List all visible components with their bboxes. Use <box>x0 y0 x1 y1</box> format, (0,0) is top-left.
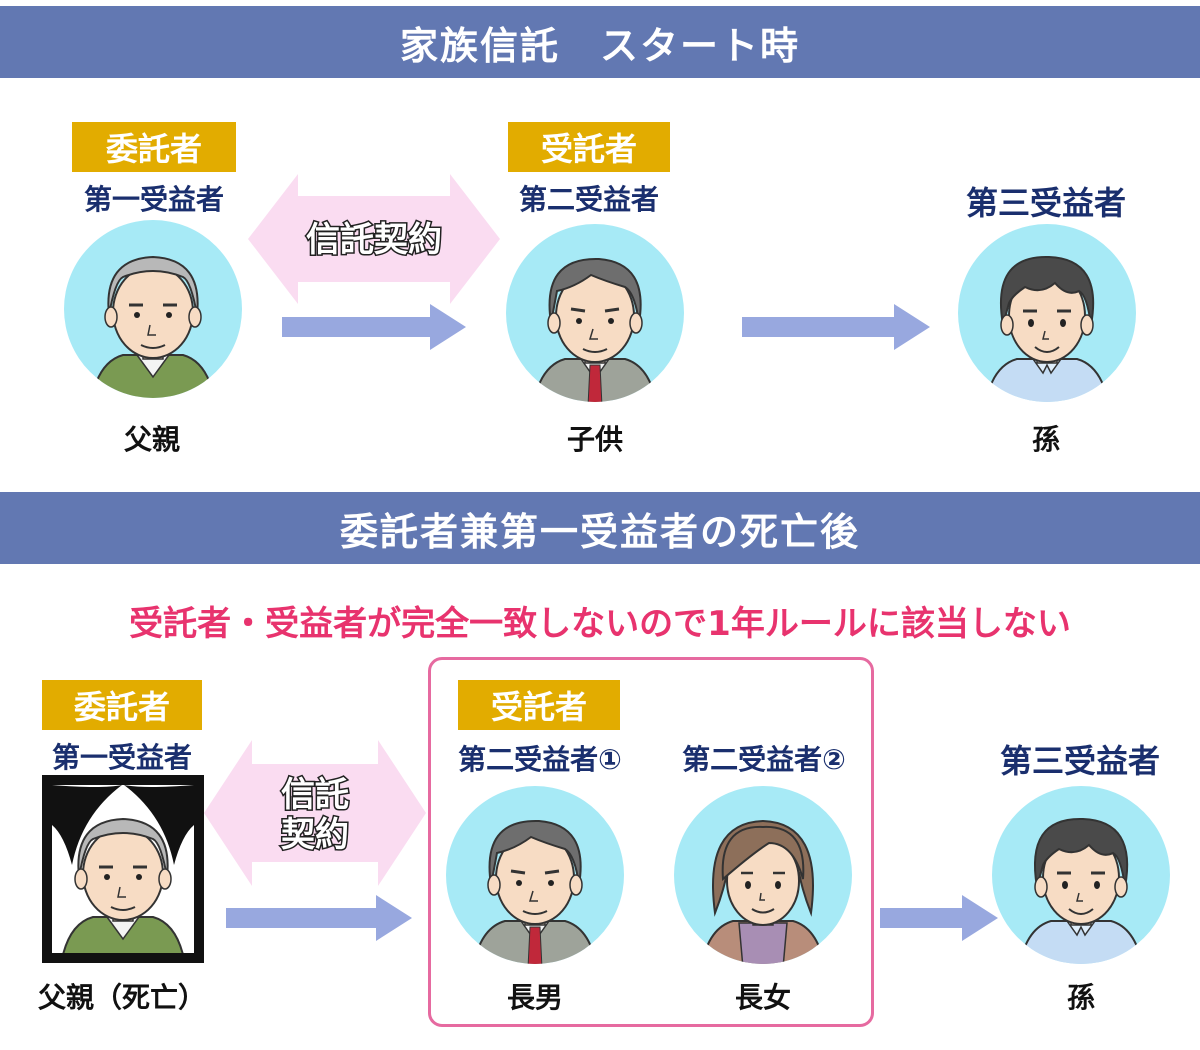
contract-label-line-1: 信託 <box>280 774 351 817</box>
young-man-avatar <box>992 786 1170 964</box>
second-beneficiary-1-name: 長男 <box>506 981 563 1014</box>
elderly-man-avatar <box>64 220 242 398</box>
trustee-badge: 受託者 <box>458 680 620 730</box>
truster-name: 父親 <box>123 423 180 456</box>
truster-role-label: 第一受益者 <box>83 183 224 216</box>
middle-aged-man-avatar <box>506 224 684 402</box>
middle-aged-man-avatar <box>446 786 624 964</box>
second-beneficiary-2-label: 第二受益者② <box>682 743 846 776</box>
third-beneficiary-label: 第三受益者 <box>965 184 1126 222</box>
truster-role-label: 第一受益者 <box>51 741 192 774</box>
truster-name: 父親（死亡） <box>37 981 206 1014</box>
third-beneficiary-name: 孫 <box>1066 981 1095 1014</box>
woman-avatar <box>674 786 852 964</box>
contract-double-arrow <box>204 740 426 886</box>
contract-label: 信託 契約 <box>204 774 426 857</box>
arrow-right-icon <box>226 895 412 941</box>
memorial-frame <box>42 775 204 963</box>
arrow-right-icon <box>282 304 466 350</box>
contract-label-line-2: 契約 <box>280 814 351 857</box>
bottom-section-title: 委託者兼第一受益者の死亡後 <box>0 492 1200 564</box>
third-beneficiary-name: 孫 <box>1031 423 1060 456</box>
trustee-group-box <box>428 657 874 1027</box>
second-beneficiary-2-name: 長女 <box>734 981 791 1014</box>
contract-label: 信託契約 <box>305 219 444 262</box>
contract-double-arrow <box>248 174 500 304</box>
trustee-role-label: 第二受益者 <box>518 183 659 216</box>
young-man-avatar <box>958 224 1136 402</box>
arrow-right-icon <box>880 895 998 941</box>
second-beneficiary-1-label: 第二受益者① <box>458 743 622 776</box>
truster-badge: 委託者 <box>72 122 236 172</box>
third-beneficiary-label: 第三受益者 <box>999 742 1160 780</box>
one-year-rule-note: 受託者・受益者が完全一致しないので1年ルールに該当しない <box>129 604 1071 644</box>
top-section-title: 家族信託 スタート時 <box>0 6 1200 78</box>
truster-badge: 委託者 <box>42 680 202 730</box>
trustee-name: 子供 <box>566 423 623 456</box>
arrow-right-icon <box>742 304 930 350</box>
trustee-badge: 受託者 <box>508 122 670 172</box>
